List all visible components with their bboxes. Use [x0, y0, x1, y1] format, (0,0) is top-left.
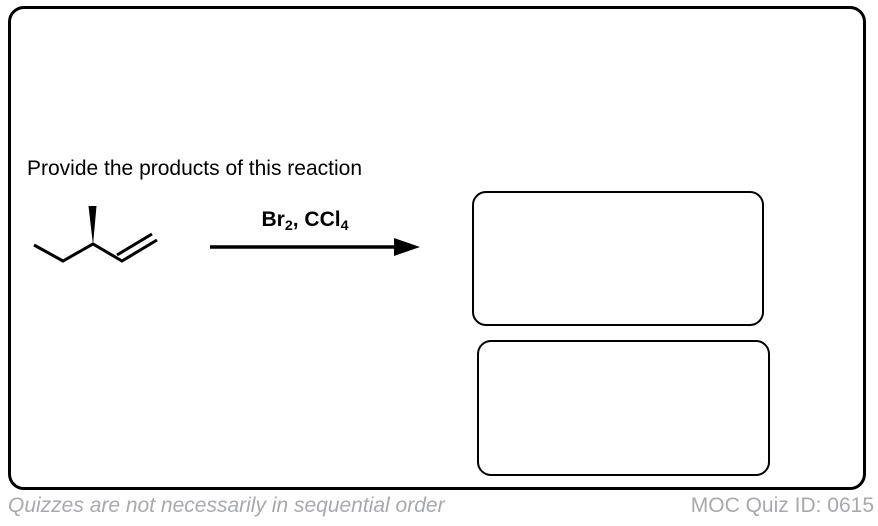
reaction-arrow: [210, 238, 420, 256]
footer-quiz-id: MOC Quiz ID: 0615: [690, 494, 874, 517]
product-answer-box-2[interactable]: [477, 340, 770, 476]
footer-sequential-note: Quizzes are not necessarily in sequentia…: [8, 494, 445, 517]
reagent-text: Br: [261, 208, 285, 231]
solvent-subscript: 4: [340, 217, 349, 234]
wedge-bond-methyl: [88, 206, 97, 245]
reagent-label: Br2, CCl4: [205, 208, 405, 234]
reagent-subscript: 2: [284, 217, 293, 234]
double-bond-second-line: [116, 232, 153, 257]
arrow-head: [394, 238, 420, 256]
question-text: Provide the products of this reaction: [27, 157, 363, 180]
solvent-text: , CCl: [292, 208, 341, 231]
reactant-structure: [33, 206, 158, 263]
product-answer-box-1[interactable]: [472, 191, 764, 326]
